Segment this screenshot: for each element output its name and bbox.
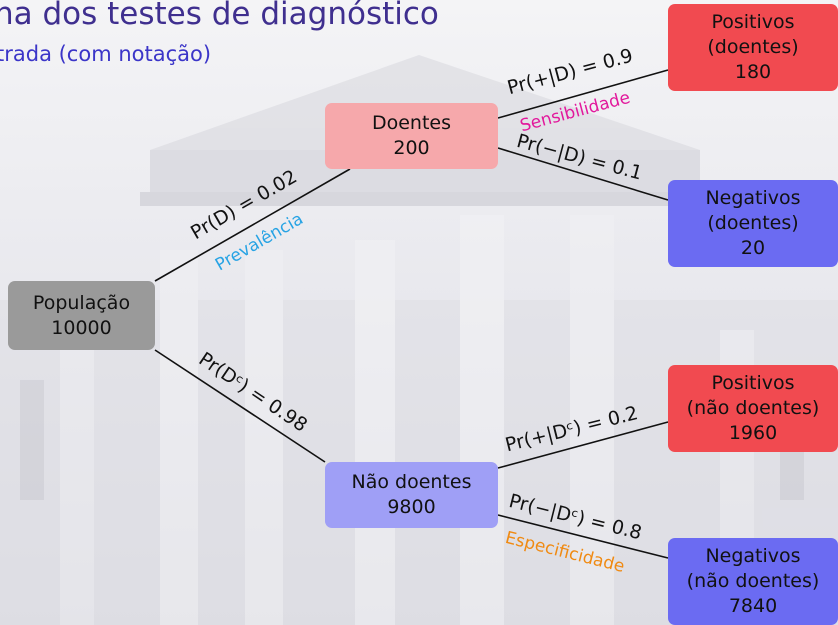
node-population: População 10000	[8, 281, 155, 350]
edge-line-complement	[154, 349, 326, 463]
node-negative-diseased-line1: Negativos	[705, 187, 801, 209]
node-positive-diseased: Positivos (doentes) 180	[668, 4, 838, 91]
page-title: na dos testes de diagnóstico	[0, 0, 439, 32]
node-negative-diseased: Negativos (doentes) 20	[668, 180, 838, 267]
node-healthy-name: Não doentes	[351, 471, 472, 493]
node-positive-healthy: Positivos (não doentes) 1960	[668, 365, 838, 452]
node-population-count: 10000	[51, 316, 112, 339]
edge-line-false-positive	[497, 421, 669, 469]
node-negative-healthy: Negativos (não doentes) 7840	[668, 538, 838, 625]
node-negative-diseased-line2: (doentes)	[707, 212, 799, 234]
node-diseased: Doentes 200	[325, 103, 498, 169]
node-diseased-count: 200	[393, 137, 430, 159]
node-positive-healthy-line1: Positivos	[711, 372, 795, 394]
edge-line-specificity	[497, 514, 669, 559]
node-negative-healthy-count: 7840	[728, 595, 778, 617]
node-positive-diseased-count: 180	[734, 61, 772, 83]
node-negative-healthy-line1: Negativos	[705, 545, 801, 567]
edge-line-prevalence	[154, 168, 351, 282]
page-subtitle: trada (com notação)	[0, 42, 212, 66]
node-positive-diseased-line2: (doentes)	[707, 36, 799, 58]
edge-line-false-negative	[497, 147, 669, 201]
node-positive-diseased-line1: Positivos	[711, 11, 795, 33]
node-healthy: Não doentes 9800	[325, 462, 498, 528]
node-population-name: População	[32, 291, 131, 314]
edge-line-sensitivity	[497, 69, 669, 119]
node-negative-diseased-count: 20	[740, 237, 766, 259]
node-healthy-count: 9800	[387, 496, 436, 518]
node-positive-healthy-count: 1960	[728, 422, 778, 444]
node-negative-healthy-line2: (não doentes)	[686, 570, 820, 592]
node-diseased-name: Doentes	[371, 112, 452, 134]
node-positive-healthy-line2: (não doentes)	[686, 397, 820, 419]
